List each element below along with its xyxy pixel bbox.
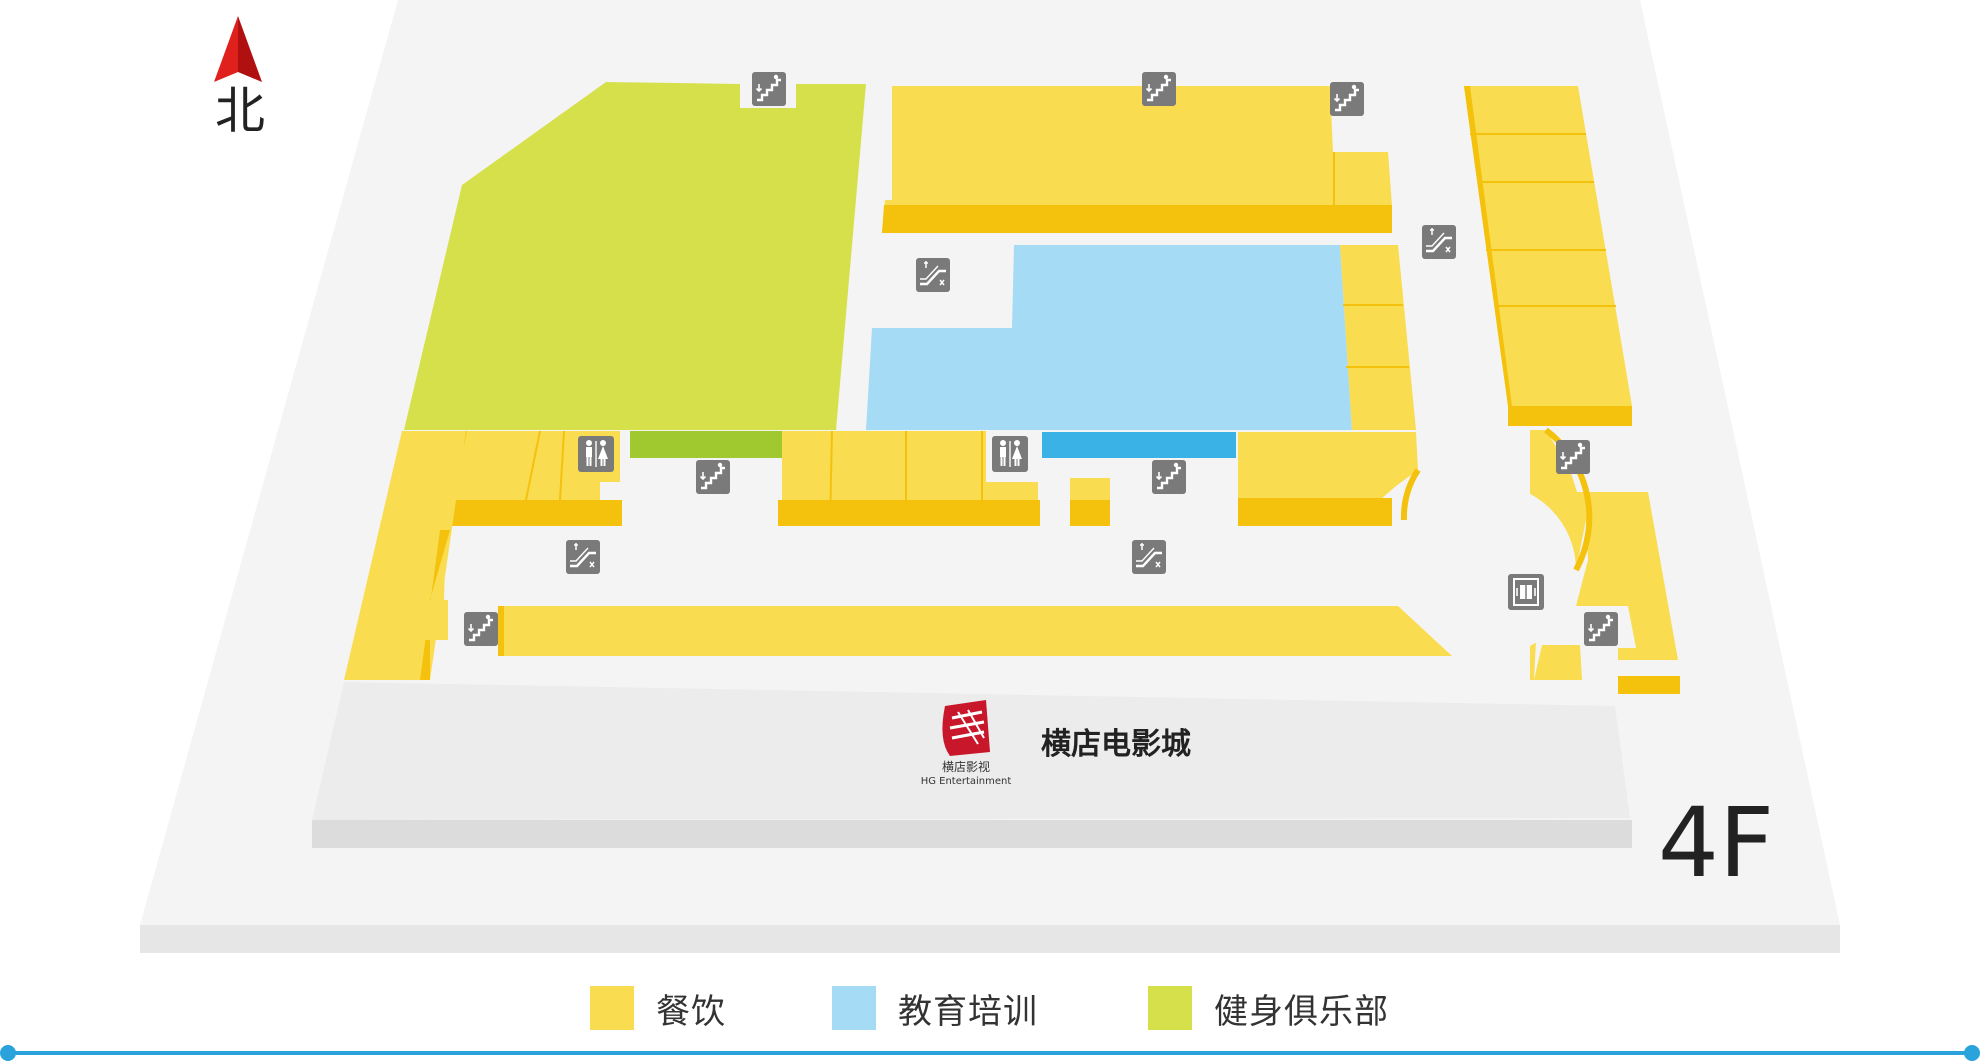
stairs-icon <box>1150 458 1188 496</box>
fitness-club-zone <box>404 82 866 458</box>
north-label: 北 <box>215 82 265 140</box>
escalator-icon <box>914 256 952 294</box>
north-arrow-icon <box>214 16 262 82</box>
legend-label-education: 教育培训 <box>898 991 1038 1032</box>
stairs-icon <box>694 458 732 496</box>
restroom-icon <box>991 435 1029 473</box>
escalator-icon <box>1130 538 1168 576</box>
legend-label-dining: 餐饮 <box>656 991 726 1032</box>
legend: 餐饮 教育培训 健身俱乐部 <box>0 982 1980 1034</box>
escalator-icon <box>564 538 602 576</box>
legend-swatch-fitness <box>1148 986 1192 1030</box>
legend-item-dining: 餐饮 <box>590 982 726 1034</box>
legend-swatch-education <box>832 986 876 1030</box>
stairs-icon <box>1140 70 1178 108</box>
logo-caption-cn: 横店影视 <box>942 759 990 774</box>
logo-caption-en: HG Entertainment <box>921 776 1012 787</box>
education-zone <box>866 245 1352 458</box>
stairs-icon <box>750 70 788 108</box>
restroom-icon <box>577 435 615 473</box>
rotunda <box>1400 427 1593 656</box>
floor-label: 4F <box>1658 787 1774 899</box>
stairs-icon <box>1582 610 1620 648</box>
legend-swatch-dining <box>590 986 634 1030</box>
legend-label-fitness: 健身俱乐部 <box>1214 991 1389 1032</box>
hengdian-logo-icon <box>942 700 990 756</box>
dining-zone <box>344 86 1680 694</box>
bottom-divider-dot-left <box>0 1045 16 1061</box>
elevator-icon <box>1507 573 1545 611</box>
stairs-icon <box>1328 80 1366 118</box>
bottom-divider-dot-right <box>1964 1045 1980 1061</box>
legend-item-education: 教育培训 <box>832 982 1038 1034</box>
bottom-divider <box>8 1051 1972 1055</box>
tenant-name: 横店电影城 <box>1041 727 1191 762</box>
stairs-icon <box>462 610 500 648</box>
stairs-icon <box>1554 438 1592 476</box>
legend-item-fitness: 健身俱乐部 <box>1148 982 1389 1034</box>
escalator-icon <box>1420 223 1458 261</box>
